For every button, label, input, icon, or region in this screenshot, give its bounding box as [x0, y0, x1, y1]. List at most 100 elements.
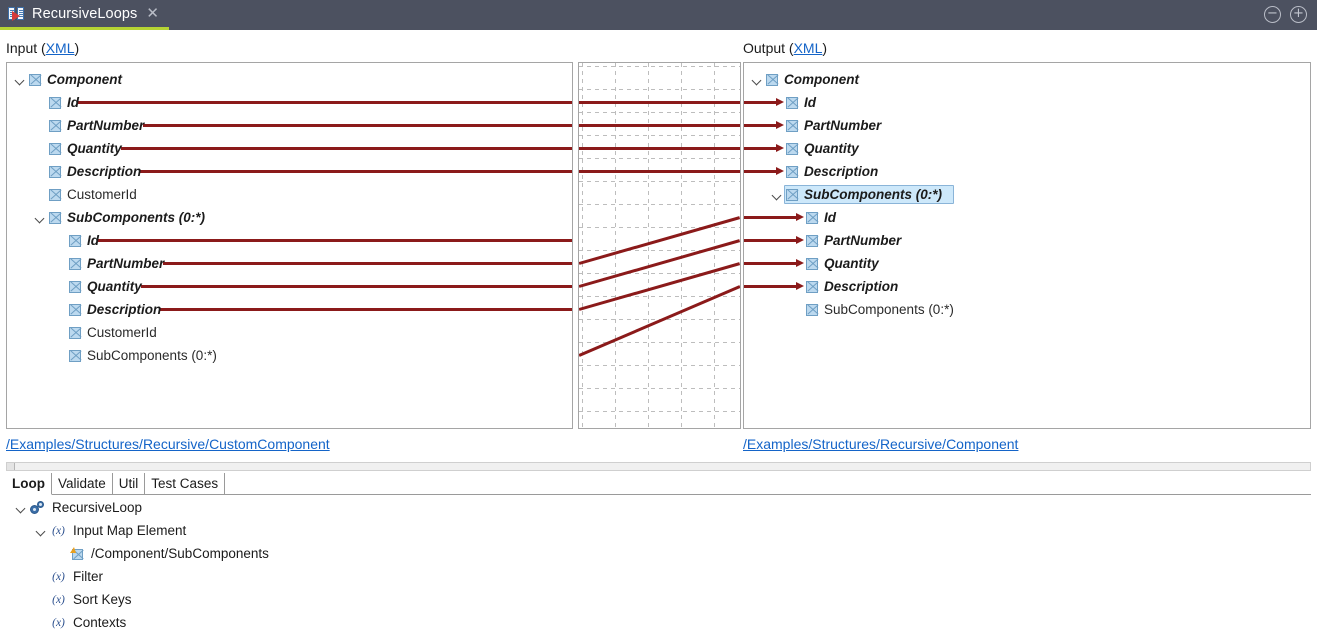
tree-spacer: [33, 188, 47, 202]
mapping-wire[interactable]: [744, 147, 776, 150]
mapping-wire[interactable]: [744, 239, 796, 242]
plus-circle-icon[interactable]: +: [1290, 6, 1307, 23]
tree-row[interactable]: CustomerId: [53, 321, 157, 344]
chevron-down-icon[interactable]: [13, 73, 27, 87]
mapping-wire[interactable]: [97, 239, 572, 242]
tree-row[interactable]: SubComponents (0:*): [33, 206, 205, 229]
tab-label: Util: [118, 476, 139, 491]
mapping-wire[interactable]: [744, 101, 776, 104]
tree-node-label: Id: [824, 210, 836, 225]
tab-test-cases[interactable]: Test Cases: [145, 473, 226, 494]
tab-validate[interactable]: Validate: [52, 473, 113, 494]
tree-node-label: Quantity: [67, 141, 122, 156]
tree-row[interactable]: PartNumber: [53, 252, 164, 275]
mapping-canvas[interactable]: [578, 62, 741, 429]
tab-loop[interactable]: Loop: [6, 473, 52, 495]
schema-element-icon: [69, 326, 81, 339]
mapping-wire-straight[interactable]: [579, 101, 740, 104]
tree-row[interactable]: CustomerId: [33, 183, 137, 206]
mapping-wire[interactable]: [744, 262, 796, 265]
tree-row[interactable]: PartNumber: [790, 229, 901, 252]
tree-spacer: [33, 165, 47, 179]
tab-util[interactable]: Util: [112, 473, 146, 494]
tree-row[interactable]: SubComponents (0:*): [770, 183, 942, 206]
mapping-arrowhead: [776, 166, 784, 175]
tree-row[interactable]: Description: [770, 160, 878, 183]
splitter-grip[interactable]: [7, 463, 15, 470]
mapping-wire[interactable]: [120, 147, 572, 150]
tree-node-label: Component: [784, 72, 859, 87]
close-icon[interactable]: ✕: [146, 4, 159, 22]
chevron-down-icon[interactable]: [33, 211, 47, 225]
editor-tab-recursiveloops[interactable]: RecursiveLoops ✕: [0, 0, 169, 30]
chevron-down-icon[interactable]: [770, 188, 784, 202]
grid-line-vertical: [648, 63, 649, 428]
mapping-wire[interactable]: [744, 124, 776, 127]
tree-row[interactable]: Component: [750, 68, 859, 91]
mapping-wire-straight[interactable]: [579, 170, 740, 173]
mapping-wire[interactable]: [160, 308, 572, 311]
loop-tree-row[interactable]: (x)Input Map Element: [34, 519, 186, 542]
tree-row[interactable]: Id: [33, 91, 79, 114]
tree-row[interactable]: Quantity: [33, 137, 122, 160]
tree-spacer: [54, 547, 68, 561]
tree-row[interactable]: Description: [790, 275, 898, 298]
mapping-arrowhead: [776, 97, 784, 106]
mapping-wire-straight[interactable]: [579, 147, 740, 150]
grid-line-horizontal: [579, 273, 740, 274]
mapping-wire[interactable]: [77, 101, 572, 104]
loop-properties-tree[interactable]: RecursiveLoop(x)Input Map Element/Compon…: [6, 496, 1311, 642]
mapping-wire[interactable]: [163, 262, 572, 265]
loop-tree-row[interactable]: (x)Contexts: [34, 611, 126, 634]
mapping-arrowhead: [776, 120, 784, 129]
mapping-wire[interactable]: [140, 285, 572, 288]
minus-circle-icon[interactable]: −: [1264, 6, 1281, 23]
tree-spacer: [53, 303, 67, 317]
output-xml-link[interactable]: XML: [793, 40, 823, 56]
chevron-down-icon[interactable]: [750, 73, 764, 87]
mapping-wire[interactable]: [143, 124, 572, 127]
loop-tree-row[interactable]: RecursiveLoop: [14, 496, 142, 519]
horizontal-splitter[interactable]: [6, 462, 1311, 471]
mapping-wire[interactable]: [744, 216, 796, 219]
tree-row[interactable]: SubComponents (0:*): [790, 298, 954, 321]
mapping-wire-straight[interactable]: [579, 124, 740, 127]
tab-strip-filler: [225, 473, 1311, 494]
loop-tree-row[interactable]: /Component/SubComponents: [54, 542, 269, 565]
tree-row[interactable]: PartNumber: [33, 114, 144, 137]
mapping-wire[interactable]: [140, 170, 572, 173]
tree-row[interactable]: Description: [53, 298, 161, 321]
schema-element-icon: [49, 119, 61, 132]
tree-node-label: Id: [804, 95, 816, 110]
tree-row[interactable]: Id: [790, 206, 836, 229]
tree-node-label: PartNumber: [87, 256, 165, 271]
tree-spacer: [53, 257, 67, 271]
loop-tree-row[interactable]: (x)Sort Keys: [34, 588, 131, 611]
tree-row[interactable]: Component: [13, 68, 122, 91]
tree-row[interactable]: Quantity: [53, 275, 142, 298]
tree-row[interactable]: Description: [33, 160, 141, 183]
mapping-wire[interactable]: [744, 285, 796, 288]
input-structure-path-link[interactable]: /Examples/Structures/Recursive/CustomCom…: [6, 436, 330, 452]
input-xml-link[interactable]: XML: [45, 40, 75, 56]
tree-row[interactable]: Quantity: [770, 137, 859, 160]
mapping-wire[interactable]: [744, 170, 776, 173]
chevron-down-icon[interactable]: [34, 524, 48, 538]
tree-row[interactable]: Id: [53, 229, 99, 252]
tree-row[interactable]: SubComponents (0:*): [53, 344, 217, 367]
tree-row[interactable]: Quantity: [790, 252, 879, 275]
output-structure-path-link[interactable]: /Examples/Structures/Recursive/Component: [743, 436, 1019, 452]
tree-node-label: SubComponents (0:*): [67, 210, 205, 225]
tree-row[interactable]: PartNumber: [770, 114, 881, 137]
tree-row[interactable]: Id: [770, 91, 816, 114]
schema-element-icon: [806, 234, 818, 247]
loop-tree-row[interactable]: (x)Filter: [34, 565, 103, 588]
schema-element-icon: [49, 211, 61, 224]
mapping-arrowhead: [796, 212, 804, 221]
grid-line-horizontal: [579, 89, 740, 90]
chevron-down-icon[interactable]: [14, 501, 28, 515]
loop-tree-label: /Component/SubComponents: [91, 546, 269, 561]
